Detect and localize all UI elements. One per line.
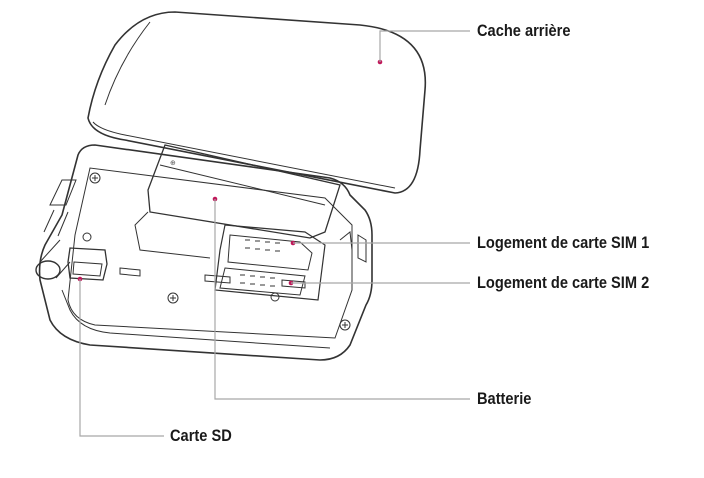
leader-battery xyxy=(214,199,470,400)
leader-lines xyxy=(79,30,470,437)
label-sim2-slot: Logement de carte SIM 2 xyxy=(477,273,650,292)
svg-text:⊕: ⊕ xyxy=(170,159,176,167)
label-sd-card: Carte SD xyxy=(170,426,232,445)
leader-sd-card xyxy=(79,279,164,437)
label-battery: Batterie xyxy=(477,389,532,408)
label-sim1-slot: Logement de carte SIM 1 xyxy=(477,233,650,252)
phone-body xyxy=(35,144,373,361)
label-back-cover: Cache arrière xyxy=(477,21,571,40)
screw-top-left xyxy=(89,172,101,184)
screw-right xyxy=(270,292,280,302)
screw-bottom-middle xyxy=(167,292,179,304)
leader-back-cover xyxy=(379,30,470,62)
screw-left-mid xyxy=(82,232,92,242)
battery: ⊕ xyxy=(134,144,341,259)
hinge-roller xyxy=(35,260,61,280)
sim-slots xyxy=(214,224,326,301)
back-cover xyxy=(87,11,427,194)
sd-card-slot xyxy=(67,247,108,282)
screw-bottom-right xyxy=(339,319,351,331)
